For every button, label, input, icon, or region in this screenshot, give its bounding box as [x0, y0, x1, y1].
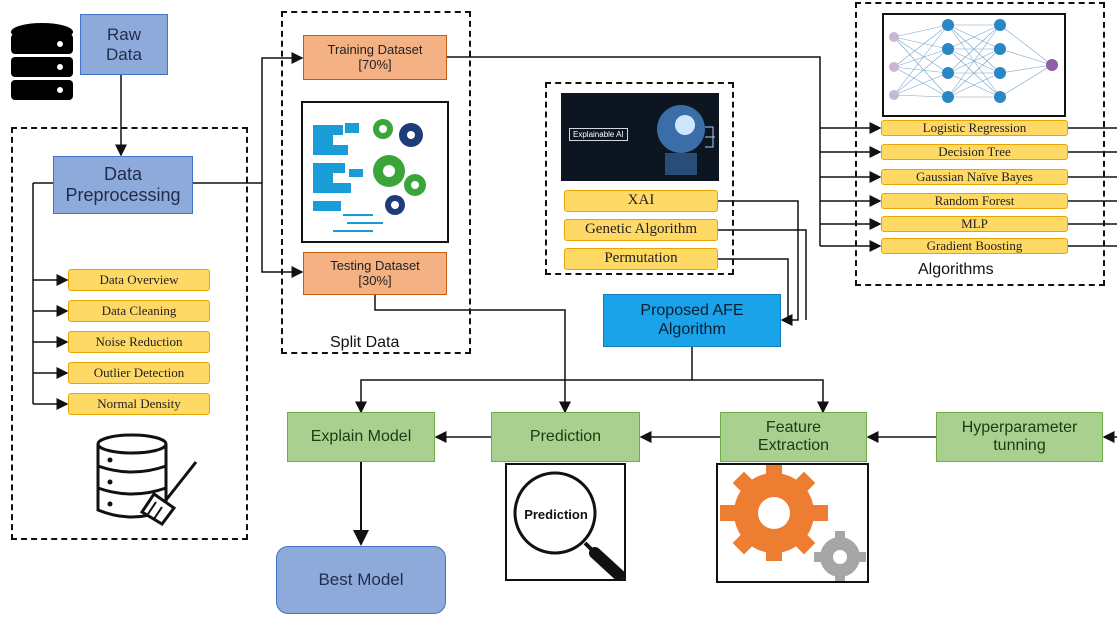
training-dataset-box: Training Dataset [70%]: [303, 35, 447, 80]
feature-extraction-illustration: [716, 463, 869, 583]
xai-region: [545, 82, 734, 275]
feature-extraction-box: Feature Extraction: [720, 412, 867, 462]
algo-logistic-regression: Logistic Regression: [881, 120, 1068, 136]
gears-icon: [720, 465, 866, 581]
raw-data-box: Raw Data: [80, 14, 168, 75]
method-permutation: Permutation: [564, 248, 718, 270]
data-preprocessing-box: Data Preprocessing: [53, 156, 193, 214]
best-model-box: Best Model: [276, 546, 446, 614]
algo-mlp: MLP: [881, 216, 1068, 232]
split-illustration: [301, 101, 449, 243]
method-genetic-algorithm: Genetic Algorithm: [564, 219, 718, 241]
xai-banner-label: Explainable AI: [569, 128, 628, 141]
step-data-overview: Data Overview: [68, 269, 210, 291]
step-noise-reduction: Noise Reduction: [68, 331, 210, 353]
database-cleaning-icon: [96, 433, 198, 526]
algo-decision-tree: Decision Tree: [881, 144, 1068, 160]
hyperparameter-tuning-box: Hyperparameter tunning: [936, 412, 1103, 462]
step-normal-density: Normal Density: [68, 393, 210, 415]
algo-gaussian-naive-bayes: Gaussian Naïve Bayes: [881, 169, 1068, 185]
step-data-cleaning: Data Cleaning: [68, 300, 210, 322]
neural-network-icon: [889, 19, 1058, 103]
algorithms-caption: Algorithms: [918, 261, 994, 278]
magnifier-icon: [513, 471, 624, 579]
algorithms-region: [855, 2, 1105, 286]
testing-dataset-box: Testing Dataset [30%]: [303, 252, 447, 295]
preprocessing-region: [11, 127, 248, 540]
arrow-to-testing: [261, 183, 304, 278]
database-icon: [11, 23, 73, 100]
algo-random-forest: Random Forest: [881, 193, 1068, 209]
prediction-box: Prediction: [491, 412, 640, 462]
neural-net-illustration: [882, 13, 1066, 117]
split-data-caption: Split Data: [330, 334, 400, 351]
prediction-illustration: Prediction: [505, 463, 626, 581]
xai-banner: Explainable AI: [561, 93, 719, 181]
method-xai: XAI: [564, 190, 718, 212]
prediction-icon-label: Prediction: [524, 507, 588, 522]
brain-gears-icon: [313, 119, 426, 232]
split-data-region: [281, 11, 471, 354]
step-outlier-detection: Outlier Detection: [68, 362, 210, 384]
robot-head-icon: [657, 105, 715, 175]
proposed-afe-box: Proposed AFE Algorithm: [603, 294, 781, 347]
explain-model-box: Explain Model: [287, 412, 435, 462]
algo-gradient-boosting: Gradient Boosting: [881, 238, 1068, 254]
